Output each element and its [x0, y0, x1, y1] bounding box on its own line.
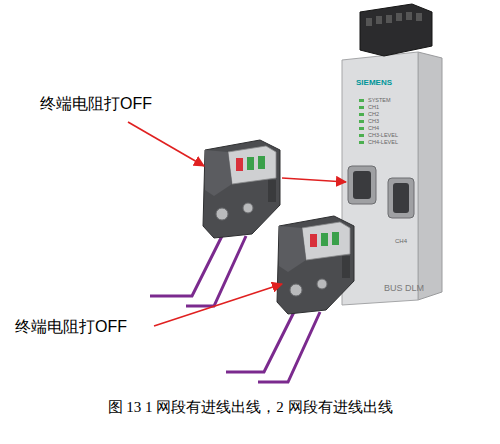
profibus-connector [277, 216, 354, 314]
bus-cable [226, 308, 296, 372]
bus-cable [186, 236, 246, 306]
indicator-label: CH3 [368, 118, 379, 124]
leader-arrow [154, 284, 282, 326]
sub-d-port [388, 178, 414, 218]
indicator-label: CH1 [368, 104, 379, 110]
indicator-label: CH2 [368, 111, 379, 117]
indicator-label: CH4-LEVEL [368, 139, 398, 145]
sub-d-port [348, 166, 376, 204]
dlm-module [342, 4, 442, 305]
indicator-label: CH4 [368, 125, 379, 131]
terminal-screws [366, 12, 422, 26]
indicator-label: CH3-LEVEL [368, 132, 398, 138]
device-name: BUS DLM [384, 283, 424, 293]
plug-arrow [282, 178, 346, 182]
callout-note: 终端电阻打OFF [40, 95, 152, 113]
status-led [359, 99, 364, 144]
bus-cable [150, 232, 224, 296]
leader-arrow [128, 122, 204, 166]
indicator-label: SYSTEM [368, 97, 391, 103]
bus-cable [258, 312, 320, 382]
profibus-connector [203, 140, 280, 238]
figure-caption: 图 13 1 网段有进线出线，2 网段有进线出线 [0, 398, 500, 416]
port-label: CH4 [395, 238, 407, 245]
callout-note: 终端电阻打OFF [15, 318, 127, 336]
brand-logo: SIEMENS [356, 78, 392, 87]
